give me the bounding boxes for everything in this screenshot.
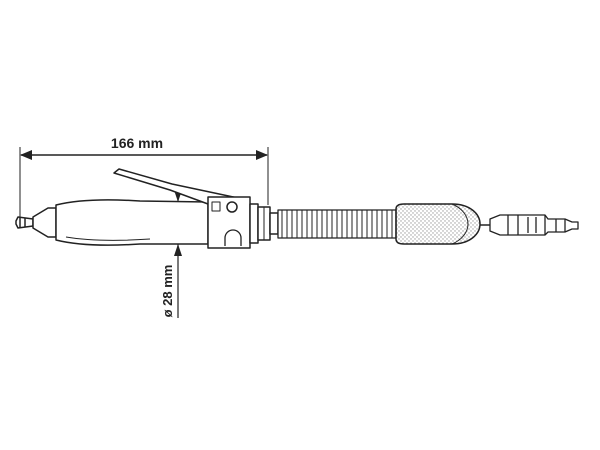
diameter-label: ø 28 mm <box>160 265 175 318</box>
connector-plug <box>489 214 579 236</box>
hose-sleeve <box>395 203 481 245</box>
screwdriver-tool <box>15 168 579 249</box>
diameter-arrow-bottom <box>174 244 182 256</box>
rear-collar <box>249 203 259 244</box>
corrugated-hose <box>277 209 397 239</box>
length-label: 166 mm <box>111 135 163 151</box>
length-dimension <box>19 147 269 228</box>
hose-fitting <box>269 212 279 235</box>
nose-cone <box>32 207 57 238</box>
pivot-screw <box>226 201 238 213</box>
tool-bit <box>15 216 34 229</box>
